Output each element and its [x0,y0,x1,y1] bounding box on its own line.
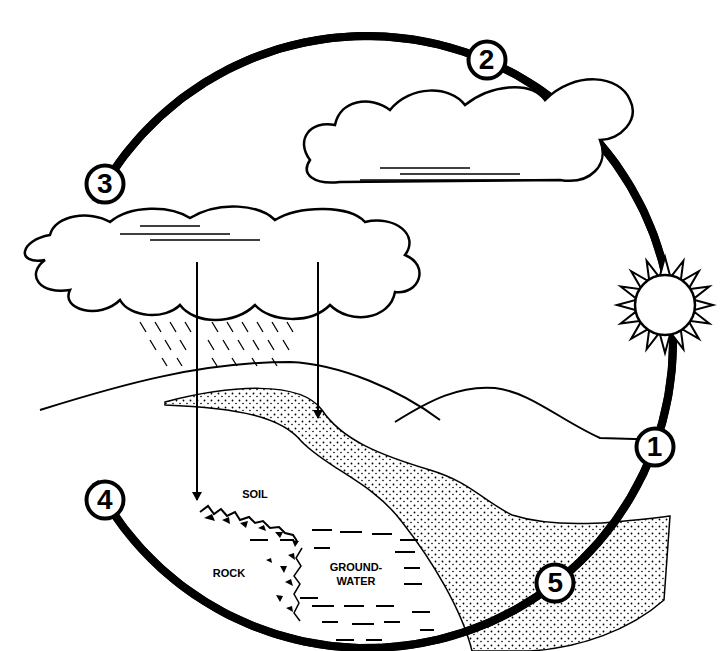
rain [140,322,293,366]
region-label: ROCK [211,567,247,581]
callout-circle: 2 [466,39,508,81]
callout-number: 5 [534,569,576,597]
callout-circle: 4 [84,479,126,521]
callout-number: 3 [84,170,126,198]
region-label: SOIL [240,488,270,502]
river [165,388,670,651]
precipitation-arrow [317,262,319,418]
sun-disc [635,275,695,335]
callout-circle: 1 [634,426,676,468]
rock-chunks [204,514,299,612]
cloud [304,79,633,182]
callout-number: 2 [466,46,508,74]
groundwater-dashes [250,530,434,640]
cloud-lines [120,226,260,240]
region-label: GROUND- WATER [323,561,389,589]
callout-number: 4 [84,486,126,514]
rain-cloud [25,206,420,320]
callout-circle: 5 [534,562,576,604]
callout-number: 1 [634,433,676,461]
sun-rays [617,257,713,353]
sun [617,257,713,353]
rock-groundwater-boundary [294,548,302,621]
rock-layer [200,506,297,541]
hill-line [395,388,668,440]
precipitation-arrow [196,262,198,500]
callout-circle: 3 [84,163,126,205]
cloud-lines [360,168,560,180]
